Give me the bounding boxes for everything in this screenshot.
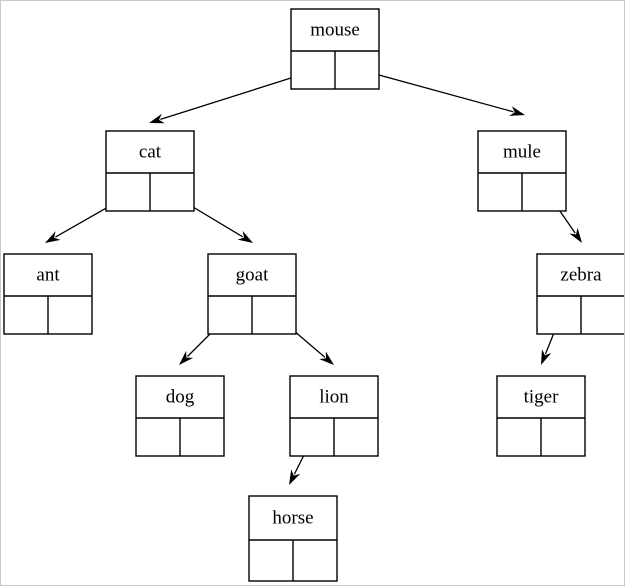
arrowhead-icon xyxy=(569,227,582,243)
tree-node-zebra[interactable]: zebra xyxy=(536,253,624,335)
node-left-pointer-cell[interactable] xyxy=(291,51,335,89)
tree-node-mouse[interactable]: mouse xyxy=(290,8,380,90)
node-label: horse xyxy=(272,507,313,528)
node-label: cat xyxy=(139,141,162,162)
node-right-pointer-cell[interactable] xyxy=(581,296,624,334)
node-left-pointer-cell[interactable] xyxy=(537,296,581,334)
arrowhead-icon xyxy=(149,113,165,124)
arrowhead-icon xyxy=(541,349,552,365)
edge-mouse-cat xyxy=(149,70,314,124)
node-right-pointer-cell[interactable] xyxy=(180,418,224,456)
node-right-pointer-cell[interactable] xyxy=(48,296,92,334)
tree-node-lion[interactable]: lion xyxy=(289,375,379,457)
edge-line xyxy=(160,70,314,120)
nodes-layer: mouse cat mule ant goat zebra dog lion tiger hors… xyxy=(3,8,624,582)
tree-node-ant[interactable]: ant xyxy=(3,253,93,335)
node-left-pointer-cell[interactable] xyxy=(136,418,180,456)
node-right-pointer-cell[interactable] xyxy=(335,51,379,89)
node-right-pointer-cell[interactable] xyxy=(541,418,585,456)
node-right-pointer-cell[interactable] xyxy=(293,540,337,581)
node-left-pointer-cell[interactable] xyxy=(4,296,48,334)
node-label: lion xyxy=(319,386,349,407)
edge-line xyxy=(356,68,514,113)
node-left-pointer-cell[interactable] xyxy=(106,173,150,211)
node-left-pointer-cell[interactable] xyxy=(290,418,334,456)
node-left-pointer-cell[interactable] xyxy=(497,418,541,456)
node-label: goat xyxy=(236,264,269,285)
edge-mouse-mule xyxy=(356,68,525,116)
tree-node-goat[interactable]: goat xyxy=(207,253,297,335)
node-right-pointer-cell[interactable] xyxy=(150,173,194,211)
node-left-pointer-cell[interactable] xyxy=(478,173,522,211)
arrowhead-icon xyxy=(45,231,61,243)
tree-node-tiger[interactable]: tiger xyxy=(496,375,586,457)
node-label: mouse xyxy=(310,19,360,40)
node-right-pointer-cell[interactable] xyxy=(252,296,296,334)
tree-node-mule[interactable]: mule xyxy=(477,130,567,212)
arrowhead-icon xyxy=(319,351,334,365)
arrowhead-icon xyxy=(237,230,253,243)
node-label: dog xyxy=(166,386,195,407)
arrowhead-icon xyxy=(509,106,525,116)
tree-node-cat[interactable]: cat xyxy=(105,130,195,212)
tree-node-dog[interactable]: dog xyxy=(135,375,225,457)
node-left-pointer-cell[interactable] xyxy=(249,540,293,581)
node-label: zebra xyxy=(560,264,602,285)
node-label: mule xyxy=(503,141,541,162)
tree-node-horse[interactable]: horse xyxy=(248,495,338,582)
arrowhead-icon xyxy=(179,350,194,365)
node-label: tiger xyxy=(524,386,559,407)
node-right-pointer-cell[interactable] xyxy=(334,418,378,456)
node-label: ant xyxy=(36,264,60,285)
arrowhead-icon xyxy=(289,469,301,485)
node-left-pointer-cell[interactable] xyxy=(208,296,252,334)
node-right-pointer-cell[interactable] xyxy=(522,173,566,211)
